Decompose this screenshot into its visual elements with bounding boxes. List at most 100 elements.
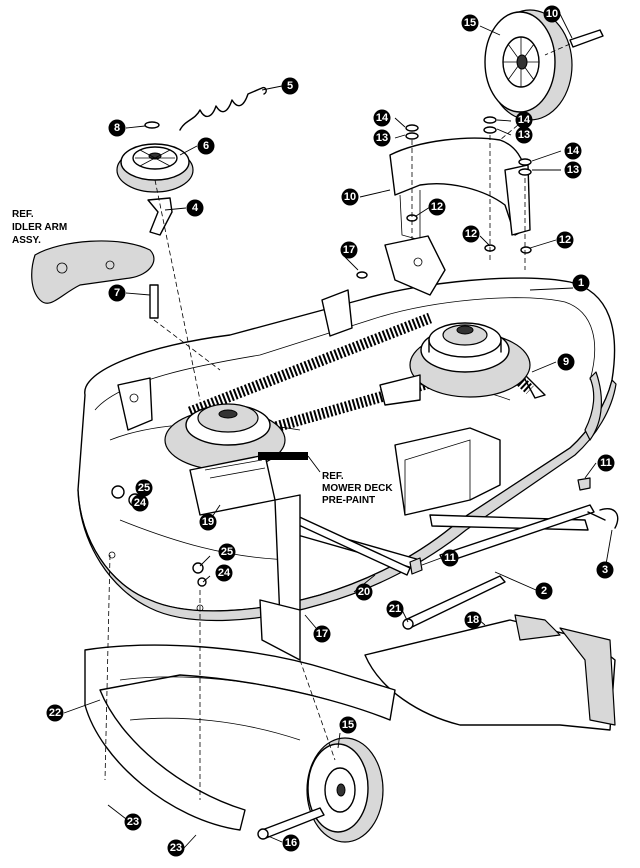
callout-12-b: 12	[462, 225, 480, 243]
svg-text:23: 23	[170, 842, 182, 854]
svg-text:15: 15	[342, 719, 354, 731]
callout-13-b: 13	[515, 126, 533, 144]
svg-text:18: 18	[467, 614, 479, 626]
callout-12-a: 12	[428, 198, 446, 216]
svg-text:REF.: REF.	[322, 471, 344, 482]
svg-text:ASSY.: ASSY.	[12, 235, 41, 246]
svg-text:PRE-PAINT: PRE-PAINT	[322, 495, 375, 506]
svg-text:3: 3	[602, 564, 608, 576]
gauge-wheel-bracket	[389, 137, 531, 241]
center-deck-bracket	[321, 289, 353, 337]
svg-text:13: 13	[567, 164, 579, 176]
svg-text:13: 13	[376, 132, 388, 144]
callout-3: 3	[596, 561, 614, 579]
wheel-shoulder-bolt-rear	[569, 29, 604, 48]
svg-text:6: 6	[203, 140, 209, 152]
svg-text:11: 11	[444, 552, 456, 564]
svg-text:21: 21	[389, 603, 401, 615]
svg-text:17: 17	[343, 244, 355, 256]
callout-13-a: 13	[373, 129, 391, 147]
hex-bolt-right	[577, 477, 591, 491]
callout-22: 22	[46, 704, 64, 722]
callout-16: 16	[282, 834, 300, 852]
svg-text:10: 10	[344, 191, 356, 203]
svg-text:4: 4	[192, 202, 199, 214]
rear-deck-bracket	[379, 374, 421, 406]
front-link-plate-2	[259, 599, 301, 661]
svg-text:15: 15	[464, 17, 476, 29]
callout-7: 7	[108, 284, 126, 302]
svg-text:25: 25	[221, 546, 233, 558]
callout-24-a: 24	[215, 564, 233, 582]
svg-text:14: 14	[376, 112, 389, 124]
svg-text:12: 12	[465, 228, 477, 240]
callout-15-top: 15	[461, 14, 479, 32]
svg-text:12: 12	[559, 234, 571, 246]
gauge-wheel-front	[306, 737, 384, 843]
idler-pulley	[116, 143, 194, 193]
callout-21: 21	[386, 600, 404, 618]
callout-5: 5	[281, 77, 299, 95]
idler-washer	[144, 121, 160, 129]
svg-text:MOWER DECK: MOWER DECK	[322, 483, 393, 494]
callout-25-a: 25	[218, 543, 236, 561]
callout-23-bottom: 23	[167, 839, 185, 857]
wheel-shoulder-bolt-front	[261, 807, 325, 839]
callout-17-lower: 17	[313, 625, 331, 643]
svg-text:16: 16	[285, 837, 297, 849]
callouts: 1 2 3 4 5 6 7 8 9 10 10 11 11 12 12 12 1…	[46, 5, 615, 857]
svg-text:19: 19	[202, 516, 214, 528]
svg-text:23: 23	[127, 816, 139, 828]
callout-23-bottom-left: 23	[124, 813, 142, 831]
callout-1: 1	[572, 274, 590, 292]
svg-text:20: 20	[358, 586, 370, 598]
callout-18: 18	[464, 611, 482, 629]
left-deck-bracket	[117, 377, 153, 431]
svg-text:2: 2	[541, 585, 547, 597]
svg-text:14: 14	[567, 145, 580, 157]
callout-14-c: 14	[564, 142, 582, 160]
callout-2: 2	[535, 582, 553, 600]
callout-13-c: 13	[564, 161, 582, 179]
svg-text:5: 5	[287, 80, 293, 92]
callout-leaders	[63, 13, 613, 849]
svg-text:24: 24	[134, 497, 147, 509]
callout-12-c: 12	[556, 231, 574, 249]
idler-bracket	[147, 197, 173, 236]
left-spindle-pulley	[164, 403, 286, 471]
callout-4: 4	[186, 199, 204, 217]
idler-arm-reference-note: REF. IDLER ARM ASSY.	[12, 209, 67, 246]
svg-text:12: 12	[431, 201, 443, 213]
callout-25-b: 25	[135, 479, 153, 497]
discharge-chute	[364, 614, 616, 731]
svg-text:IDLER ARM: IDLER ARM	[12, 222, 67, 233]
svg-text:13: 13	[518, 129, 530, 141]
svg-text:24: 24	[218, 567, 231, 579]
callout-19: 19	[199, 513, 217, 531]
pivot-bracket	[384, 235, 446, 296]
svg-text:10: 10	[546, 8, 558, 20]
callout-20: 20	[355, 583, 373, 601]
svg-text:25: 25	[138, 482, 150, 494]
svg-text:22: 22	[49, 707, 61, 719]
callout-15-bottom: 15	[339, 716, 357, 734]
svg-text:14: 14	[518, 114, 531, 126]
callout-10-bracket: 10	[341, 188, 359, 206]
mower-deck-reference-note: REF. MOWER DECK PRE-PAINT	[322, 471, 393, 506]
callout-11-right: 11	[597, 454, 615, 472]
svg-text:11: 11	[600, 457, 612, 469]
gauge-wheel-rear	[484, 9, 573, 121]
svg-text:9: 9	[563, 356, 569, 368]
callout-24-b: 24	[131, 494, 149, 512]
right-spindle-pulley	[409, 322, 531, 398]
idler-shoulder-bolt	[149, 284, 159, 319]
callout-6: 6	[197, 137, 215, 155]
svg-text:7: 7	[114, 287, 120, 299]
mower-deck-shield	[84, 644, 396, 831]
svg-text:REF.: REF.	[12, 209, 34, 220]
callout-10-top: 10	[543, 5, 561, 23]
callout-9: 9	[557, 353, 575, 371]
assembly-guide-lines	[104, 43, 571, 800]
front-link-plate	[274, 494, 301, 621]
